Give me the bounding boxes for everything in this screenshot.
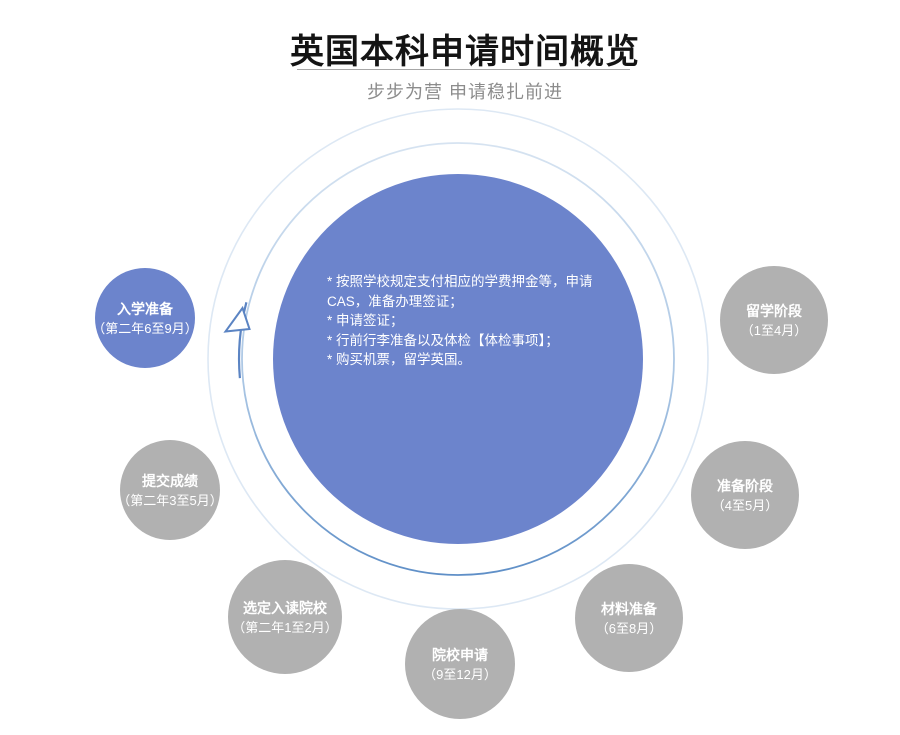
stage-study-abroad-phase: 留学阶段 （1至4月） [720,266,828,374]
stage-name: 院校申请 [432,646,488,663]
header: 英国本科申请时间概览 [15,0,900,73]
stage-name: 留学阶段 [746,302,802,319]
center-bullet: * 按照学校规定支付相应的学费押金等，申请CAS，准备办理签证； [327,274,593,309]
inner-ring [241,142,675,576]
center-bullet: * 申请签证； [327,313,404,329]
stage-period: （4至5月） [711,497,779,513]
stage-submit-scores: 提交成绩 （第二年3至5月） [117,440,223,540]
center-detail-text: * 按照学校规定支付相应的学费押金等，申请CAS，准备办理签证； * 申请签证；… [327,272,599,370]
stage-period: （6至8月） [595,620,663,636]
stage-preparation-phase: 准备阶段 （4至5月） [691,441,799,549]
stage-name: 准备阶段 [717,477,773,494]
stage-period: （9至12月） [423,666,497,682]
stage-name: 选定入读院校 [243,599,327,616]
cycle-arrow-icon [223,305,251,333]
center-bullet: * 购买机票，留学英国。 [327,352,472,368]
stage-enrollment-prep: 入学准备 （第二年6至9月） [92,268,198,368]
stage-school-application: 院校申请 （9至12月） [405,609,515,719]
stage-choose-school: 选定入读院校 （第二年1至2月） [228,560,342,674]
stage-period: （1至4月） [740,322,808,338]
title-divider [297,69,630,70]
page-title: 英国本科申请时间概览 [290,33,640,71]
stage-name: 入学准备 [117,300,173,317]
stage-period: （第二年1至2月） [232,619,338,635]
stage-period: （第二年3至5月） [117,492,223,508]
stage-name: 材料准备 [601,600,657,617]
page-subtitle: 步步为营 申请稳扎前进 [367,82,563,102]
center-detail-circle [273,174,643,544]
arrow-arc [237,302,248,379]
stage-material-prep: 材料准备 （6至8月） [575,564,683,672]
center-bullet: * 行前行李准备以及体检【体检事项】； [327,332,559,348]
stage-name: 提交成绩 [142,472,198,489]
stage-period: （第二年6至9月） [92,320,198,336]
